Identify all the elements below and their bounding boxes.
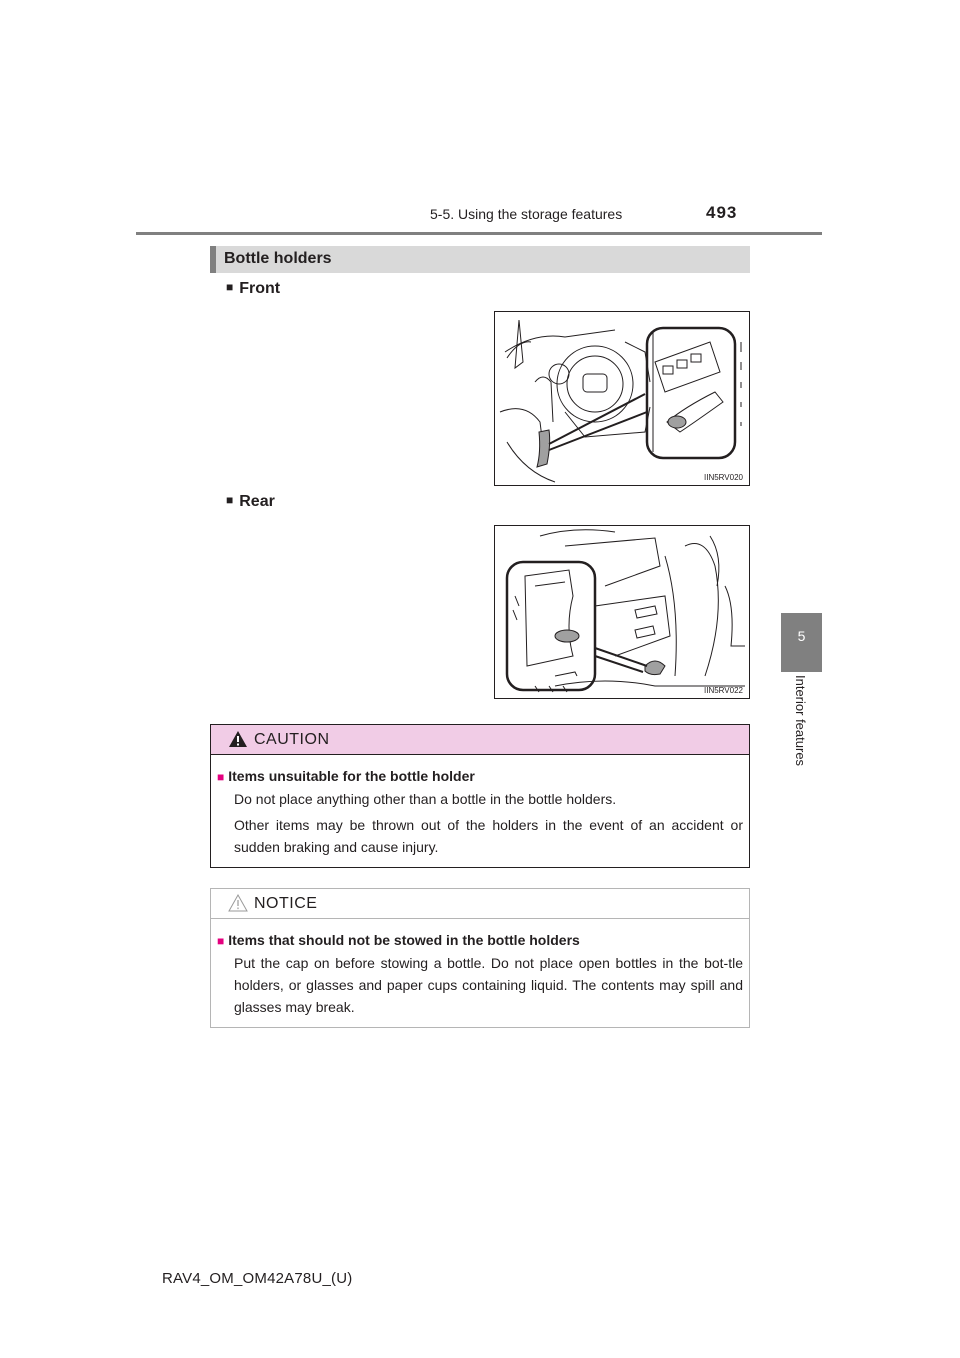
notice-paragraph: Put the cap on before stowing a bottle. … — [234, 955, 743, 1015]
figure-front-bottle-holder: IIN5RV020 — [494, 311, 750, 486]
caution-paragraph: Do not place anything other than a bottl… — [234, 791, 617, 807]
chapter-label: Interior features — [793, 675, 811, 795]
section-bar — [210, 246, 750, 273]
chapter-number: 5 — [797, 628, 806, 644]
notice-box: NOTICE ■Items that should not be stowed … — [210, 888, 750, 1028]
subsection-rear: ■ Rear — [226, 493, 275, 511]
section-bar-accent — [210, 246, 216, 273]
caution-item-heading: ■Items unsuitable for the bottle holder — [217, 765, 743, 788]
figure-code: IIN5RV020 — [704, 473, 743, 482]
caution-body: ■Items unsuitable for the bottle holder … — [217, 765, 743, 858]
section-title: Bottle holders — [224, 250, 332, 267]
notice-item-heading: ■Items that should not be stowed in the … — [217, 929, 743, 952]
notice-title: NOTICE — [254, 895, 318, 912]
figure-rear-bottle-holder: IIN5RV022 — [494, 525, 750, 699]
front-interior-illustration — [499, 319, 742, 483]
notice-header: NOTICE — [211, 889, 749, 919]
subsection-front-title: Front — [239, 280, 281, 297]
square-bullet-icon: ■ — [226, 280, 234, 294]
notice-triangle-icon — [228, 894, 248, 912]
page-number: 493 — [706, 203, 738, 222]
square-bullet-icon: ■ — [217, 934, 225, 948]
square-bullet-icon: ■ — [217, 770, 225, 784]
header-section-title: 5-5. Using the storage features — [430, 206, 623, 222]
square-bullet-icon: ■ — [226, 493, 234, 507]
caution-title: CAUTION — [254, 731, 330, 748]
subsection-rear-title: Rear — [239, 493, 275, 510]
chapter-title: Interior features — [793, 675, 808, 767]
figure-code: IIN5RV022 — [704, 686, 743, 695]
caution-box: CAUTION ■Items unsuitable for the bottle… — [210, 724, 750, 868]
caution-header: CAUTION — [211, 725, 749, 755]
warning-triangle-icon — [229, 731, 247, 747]
subsection-front: ■ Front — [226, 280, 280, 298]
header-rule — [136, 232, 822, 235]
caution-paragraph: Other items may be thrown out of the hol… — [234, 817, 743, 855]
rear-interior-illustration — [505, 529, 745, 693]
caution-heading-text: Items unsuitable for the bottle holder — [228, 768, 475, 784]
chapter-tab — [781, 613, 822, 672]
notice-body: ■Items that should not be stowed in the … — [217, 929, 743, 1018]
document-code: RAV4_OM_OM42A78U_(U) — [162, 1270, 353, 1287]
notice-heading-text: Items that should not be stowed in the b… — [228, 932, 580, 948]
